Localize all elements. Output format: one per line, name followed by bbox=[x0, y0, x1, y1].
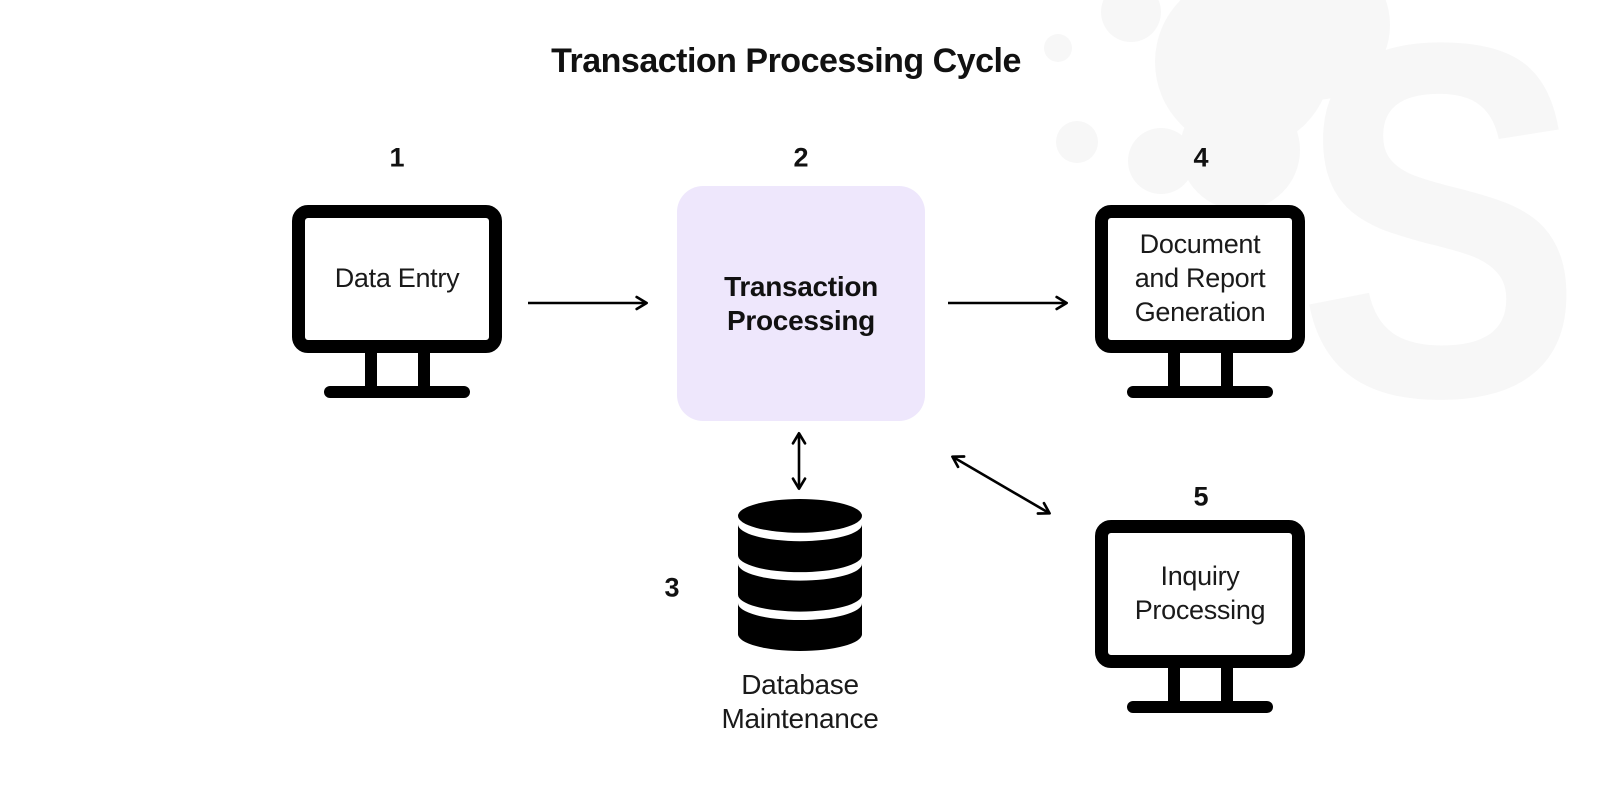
monitor-base bbox=[324, 386, 470, 398]
watermark-blob bbox=[1180, 90, 1300, 210]
watermark-dot bbox=[1056, 121, 1098, 163]
monitor-base bbox=[1127, 386, 1273, 398]
page-title: Transaction Processing Cycle bbox=[551, 42, 1021, 80]
monitor-stand bbox=[1167, 351, 1233, 387]
node-2-label: Transaction Processing bbox=[724, 270, 878, 336]
arrow-processing-inquiry-bidirectional bbox=[951, 455, 1051, 515]
node-4-number: 4 bbox=[1193, 142, 1209, 173]
monitor-icon: Data Entry bbox=[292, 205, 502, 353]
database-icon bbox=[738, 499, 862, 651]
monitor-stand bbox=[364, 351, 430, 387]
node-inquiry-processing: Inquiry Processing bbox=[1095, 520, 1305, 713]
node-document-report-generation: Document and Report Generation bbox=[1095, 205, 1305, 398]
node-transaction-processing: Transaction Processing bbox=[677, 186, 925, 421]
watermark-dot bbox=[1044, 34, 1072, 62]
node-data-entry: Data Entry bbox=[292, 205, 502, 398]
watermark-dot bbox=[1101, 0, 1161, 42]
monitor-stand bbox=[1167, 666, 1233, 702]
watermark-s-letter: S bbox=[1297, 10, 1583, 480]
node-4-label: Document and Report Generation bbox=[1134, 229, 1266, 327]
watermark-s-glyph: S bbox=[1297, 10, 1583, 480]
monitor-icon: Document and Report Generation bbox=[1095, 205, 1305, 353]
node-3-number: 3 bbox=[664, 572, 680, 603]
node-5-number: 5 bbox=[1193, 481, 1209, 512]
node-3-label: Database Maintenance bbox=[721, 669, 879, 735]
monitor-icon: Inquiry Processing bbox=[1095, 520, 1305, 668]
node-database-maintenance bbox=[735, 499, 865, 656]
node-1-number: 1 bbox=[389, 142, 405, 173]
node-5-label: Inquiry Processing bbox=[1134, 561, 1266, 625]
node-2-number: 2 bbox=[793, 142, 809, 173]
node-1-label: Data Entry bbox=[334, 263, 460, 294]
monitor-base bbox=[1127, 701, 1273, 713]
